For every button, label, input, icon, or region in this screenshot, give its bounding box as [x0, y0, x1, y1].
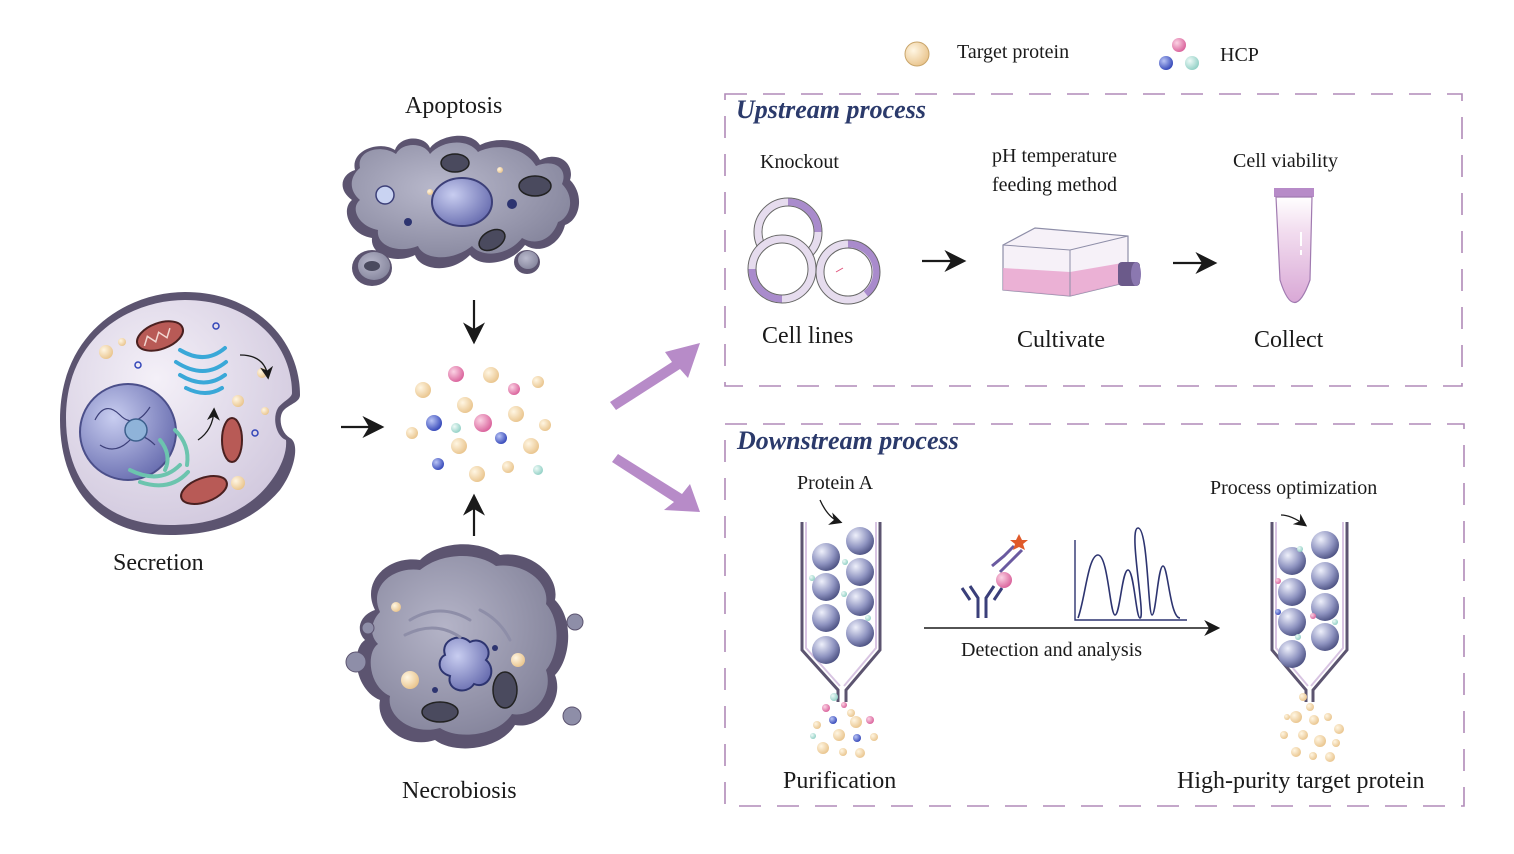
legend [904, 38, 1199, 70]
high-purity-eluate [1280, 693, 1344, 762]
mitochondria [136, 320, 243, 505]
purple-arrows [610, 343, 700, 512]
apoptotic-bodies [352, 250, 540, 286]
cell-lines-plasmids [747, 197, 881, 305]
purification-label: Purification [783, 768, 897, 794]
protein-mixture-cloud [406, 366, 551, 482]
protein-a-label: Protein A [797, 472, 874, 494]
apoptosis-label: Apoptosis [405, 93, 503, 119]
knockout-label: Knockout [760, 151, 839, 173]
cell-debris [345, 613, 584, 726]
downstream-process-title: Downstream process [737, 426, 959, 455]
target-protein-legend-icon [904, 41, 930, 67]
flow-arrows [341, 250, 1221, 636]
antibody-detection-icon [960, 534, 1028, 618]
upstream-box [724, 93, 1463, 387]
upstream-process-title: Upstream process [736, 95, 926, 124]
cell-viability-label: Cell viability [1233, 150, 1338, 172]
necrobiosis-label: Necrobiosis [402, 778, 517, 804]
arrow-to-upstream [610, 343, 700, 410]
collect-label: Collect [1254, 327, 1324, 353]
apoptosis-cell-illustration [342, 135, 580, 286]
chromatogram-icon [1074, 527, 1187, 621]
process-optimization-label: Process optimization [1210, 477, 1378, 499]
legend-target-protein-label: Target protein [957, 41, 1070, 63]
arrow-to-downstream [612, 454, 700, 512]
resin-beads [812, 527, 874, 664]
purification-eluate [810, 693, 878, 758]
cell-lines-label: Cell lines [762, 323, 854, 349]
vesicles [99, 322, 269, 490]
golgi [174, 346, 228, 395]
secretion-cell-illustration [60, 292, 300, 535]
endoplasmic-reticulum [128, 428, 190, 488]
conditions-line1-label: pH temperature [992, 145, 1117, 167]
secretion-label: Secretion [113, 550, 204, 576]
high-purity-label: High-purity target protein [1177, 768, 1425, 794]
cultivate-label: Cultivate [1017, 327, 1105, 353]
conditions-line2-label: feeding method [992, 174, 1117, 196]
purification-column [800, 499, 882, 702]
detection-analysis-label: Detection and analysis [961, 639, 1143, 661]
downstream-box [724, 423, 1465, 807]
optimized-column [1270, 513, 1349, 702]
culture-flask [1002, 227, 1141, 297]
legend-hcp-label: HCP [1220, 44, 1259, 66]
collection-tube [1274, 188, 1314, 303]
hcp-legend-icon [1159, 38, 1199, 70]
necrobiosis-cell-illustration [345, 544, 584, 749]
